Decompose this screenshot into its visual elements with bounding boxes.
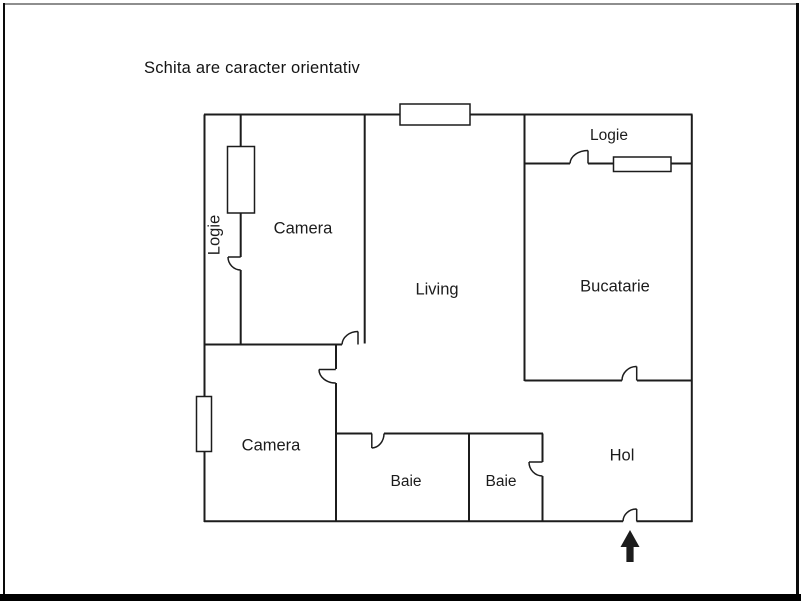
door-camera-bottom bbox=[318, 368, 336, 384]
windows bbox=[195, 103, 672, 453]
door-camera-top bbox=[341, 330, 359, 345]
room-label-camera-bottom: Camera bbox=[241, 436, 301, 455]
frame-right-border bbox=[796, 3, 799, 595]
door-baie-left bbox=[371, 433, 385, 449]
room-label-camera-top: Camera bbox=[273, 219, 333, 238]
door-baie-right bbox=[528, 461, 543, 477]
entrance-arrow-icon bbox=[620, 530, 640, 562]
window-logie-left bbox=[226, 145, 256, 214]
room-label-baie-left: Baie bbox=[390, 473, 422, 490]
door-entrance bbox=[622, 508, 638, 522]
room-label-baie-right: Baie bbox=[485, 473, 517, 490]
door-bucatarie bbox=[621, 365, 638, 381]
door-logie-right bbox=[569, 149, 589, 164]
room-label-bucatarie: Bucatarie bbox=[580, 277, 650, 296]
window-logie-right bbox=[612, 156, 672, 173]
frame-top-border bbox=[3, 3, 798, 5]
room-label-logie-left: Logie bbox=[205, 214, 224, 256]
room-label-living: Living bbox=[415, 280, 459, 299]
frame-left-border bbox=[3, 3, 5, 595]
window-camera-bottom bbox=[195, 395, 213, 453]
window-top-living bbox=[399, 103, 471, 126]
doors bbox=[227, 149, 638, 522]
door-logie-left bbox=[227, 256, 241, 271]
plan-title: Schita are caracter orientativ bbox=[144, 59, 361, 77]
frame-bottom-bar bbox=[0, 594, 801, 601]
room-label-logie-right: Logie bbox=[590, 127, 628, 144]
room-label-hol: Hol bbox=[609, 446, 635, 465]
